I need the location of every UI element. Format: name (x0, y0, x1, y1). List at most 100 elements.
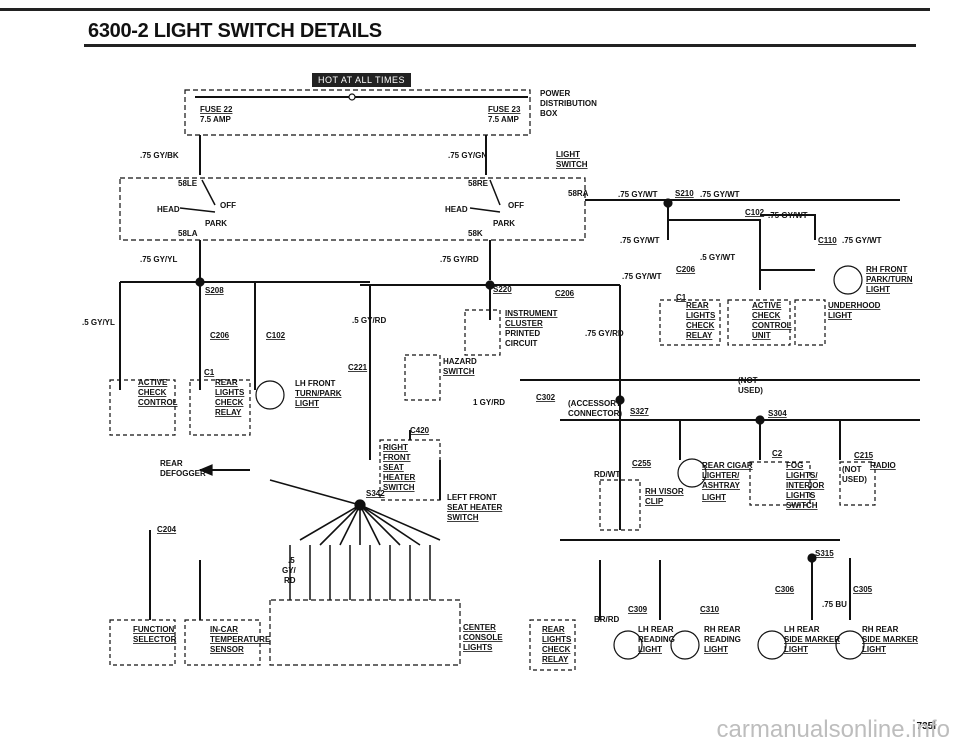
svg-text:C206: C206 (555, 289, 575, 298)
svg-text:PARK: PARK (205, 219, 227, 228)
svg-text:.75 GY/WT: .75 GY/WT (842, 236, 882, 245)
svg-text:LIGHTS/: LIGHTS/ (786, 471, 818, 480)
svg-text:.5 GY/YL: .5 GY/YL (82, 318, 115, 327)
svg-text:58LE: 58LE (178, 179, 198, 188)
svg-text:CHECK: CHECK (752, 311, 781, 320)
svg-text:SWITCH: SWITCH (383, 483, 415, 492)
fuse-22-label: FUSE 22 (200, 105, 233, 114)
svg-text:ACTIVE: ACTIVE (752, 301, 782, 310)
svg-text:PARK: PARK (493, 219, 515, 228)
svg-text:CIRCUIT: CIRCUIT (505, 339, 538, 348)
svg-text:S342: S342 (366, 489, 385, 498)
svg-text:SEAT HEATER: SEAT HEATER (447, 503, 502, 512)
svg-text:RH FRONT: RH FRONT (866, 265, 907, 274)
svg-text:SELECTOR: SELECTOR (133, 635, 177, 644)
svg-text:.75 GY/YL: .75 GY/YL (140, 255, 177, 264)
svg-text:USED): USED) (842, 475, 867, 484)
svg-text:READING: READING (638, 635, 675, 644)
svg-text:CHECK: CHECK (686, 321, 715, 330)
svg-text:LH FRONT: LH FRONT (295, 379, 336, 388)
power-box-label: POWER (540, 89, 570, 98)
svg-text:RELAY: RELAY (542, 655, 569, 664)
svg-text:LIGHTS: LIGHTS (686, 311, 716, 320)
light-switch-label: LIGHT (556, 150, 580, 159)
svg-text:.75 GY/WT: .75 GY/WT (618, 190, 658, 199)
svg-text:GY/: GY/ (282, 566, 297, 575)
fuse-23-label: FUSE 23 (488, 105, 521, 114)
svg-text:INTERIOR: INTERIOR (786, 481, 824, 490)
svg-text:C2: C2 (772, 449, 783, 458)
svg-text:RADIO: RADIO (870, 461, 896, 470)
svg-text:58RE: 58RE (468, 179, 489, 188)
svg-text:.5: .5 (288, 556, 295, 565)
svg-text:C206: C206 (210, 331, 230, 340)
svg-text:SENSOR: SENSOR (210, 645, 244, 654)
svg-text:REAR: REAR (542, 625, 565, 634)
svg-text:BR/RD: BR/RD (594, 615, 620, 624)
svg-text:58LA: 58LA (178, 229, 198, 238)
svg-text:58K: 58K (468, 229, 483, 238)
svg-text:SWITCH: SWITCH (447, 513, 479, 522)
svg-text:HEATER: HEATER (383, 473, 416, 482)
svg-text:C221: C221 (348, 363, 368, 372)
svg-text:UNIT: UNIT (752, 331, 771, 340)
svg-text:OFF: OFF (220, 201, 236, 210)
svg-text:RH REAR: RH REAR (704, 625, 741, 634)
svg-text:PRINTED: PRINTED (505, 329, 540, 338)
svg-text:S315: S315 (815, 549, 834, 558)
svg-text:.75 GY/WT: .75 GY/WT (768, 211, 808, 220)
svg-text:LIGHT: LIGHT (638, 645, 662, 654)
svg-text:CHECK: CHECK (138, 388, 167, 397)
svg-text:CONSOLE: CONSOLE (463, 633, 503, 642)
svg-text:LIGHTS: LIGHTS (463, 643, 493, 652)
svg-text:BOX: BOX (540, 109, 558, 118)
svg-text:IN-CAR: IN-CAR (210, 625, 238, 634)
svg-text:SIDE MARKER: SIDE MARKER (862, 635, 918, 644)
svg-text:SWITCH: SWITCH (786, 501, 818, 510)
svg-text:.75 GY/WT: .75 GY/WT (620, 236, 660, 245)
svg-text:CONTROL: CONTROL (752, 321, 792, 330)
svg-text:UNDERHOOD: UNDERHOOD (828, 301, 881, 310)
svg-text:LIGHTS: LIGHTS (786, 491, 816, 500)
svg-text:7.5 AMP: 7.5 AMP (200, 115, 231, 124)
svg-text:C1: C1 (204, 368, 215, 377)
watermark: carmanualsonline.info (716, 716, 950, 743)
svg-text:ACTIVE: ACTIVE (138, 378, 168, 387)
svg-text:LH REAR: LH REAR (638, 625, 674, 634)
svg-text:SWITCH: SWITCH (556, 160, 588, 169)
svg-text:REAR: REAR (686, 301, 709, 310)
svg-text:LH REAR: LH REAR (784, 625, 820, 634)
page-number: 735i (916, 721, 936, 732)
top-rule (0, 8, 930, 11)
svg-text:.75 GY/RD: .75 GY/RD (585, 329, 624, 338)
svg-text:LIGHT: LIGHT (704, 645, 728, 654)
svg-text:PARK/TURN: PARK/TURN (866, 275, 913, 284)
svg-text:CLUSTER: CLUSTER (505, 319, 543, 328)
svg-text:DISTRIBUTION: DISTRIBUTION (540, 99, 597, 108)
title-rule (84, 44, 916, 47)
svg-text:SIDE MARKER: SIDE MARKER (784, 635, 840, 644)
svg-text:USED): USED) (738, 386, 763, 395)
svg-text:LIGHT: LIGHT (862, 645, 886, 654)
svg-text:C102: C102 (745, 208, 765, 217)
svg-text:C420: C420 (410, 426, 430, 435)
svg-text:S220: S220 (493, 285, 512, 294)
svg-text:.75 GY/BK: .75 GY/BK (140, 151, 179, 160)
svg-text:.75 GY/GN: .75 GY/GN (448, 151, 487, 160)
svg-text:S327: S327 (630, 407, 649, 416)
svg-text:INSTRUMENT: INSTRUMENT (505, 309, 558, 318)
svg-text:ASHTRAY: ASHTRAY (702, 481, 741, 490)
svg-text:.75 BU: .75 BU (822, 600, 847, 609)
svg-text:REAR: REAR (215, 378, 238, 387)
svg-text:RH REAR: RH REAR (862, 625, 899, 634)
svg-text:READING: READING (704, 635, 741, 644)
svg-text:CHECK: CHECK (542, 645, 571, 654)
svg-text:LIGHTER/: LIGHTER/ (702, 471, 740, 480)
svg-text:LIGHT: LIGHT (784, 645, 808, 654)
svg-text:LIGHT: LIGHT (702, 493, 726, 502)
svg-text:CONTROL: CONTROL (138, 398, 178, 407)
svg-text:CLIP: CLIP (645, 497, 664, 506)
svg-text:RIGHT: RIGHT (383, 443, 408, 452)
page-title: 6300-2 LIGHT SWITCH DETAILS (88, 20, 382, 42)
